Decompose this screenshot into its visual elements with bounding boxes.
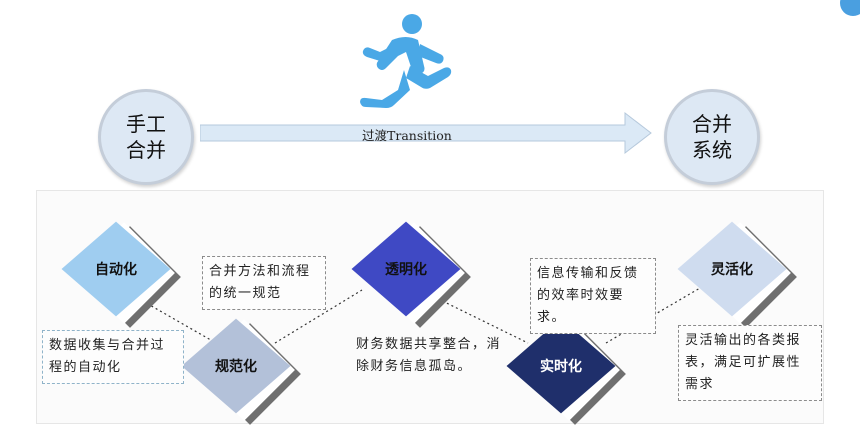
transparency-note: 财务数据共享整合，消除财务信息孤岛。: [356, 337, 502, 374]
automation-note: 数据收集与合并过程的自动化: [42, 330, 184, 384]
transition-label: 过渡Transition: [362, 128, 452, 143]
realtime-note: 信息传输和反馈的效率时效要求。: [530, 258, 656, 334]
step-realtime-label: 实时化: [540, 359, 582, 375]
flexibility-note: 灵活输出的各类报表，满足可扩展性需求: [678, 325, 822, 401]
right-arrow-icon: [200, 111, 652, 155]
corner-indicator: [840, 0, 860, 16]
step-flexibility: 灵活化: [677, 221, 797, 328]
step-automation: 自动化: [61, 221, 181, 328]
merge-system-circle: 合并系统: [664, 89, 760, 185]
step-realtime: 实时化: [506, 318, 626, 425]
manual-merge-label: 手工合并: [126, 112, 166, 162]
running-person-icon: [360, 14, 452, 108]
merge-system-label: 合并系统: [692, 112, 732, 162]
step-transparency-label: 透明化: [385, 262, 427, 278]
step-transparency: 透明化: [351, 221, 471, 328]
step-flexibility-label: 灵活化: [711, 262, 753, 278]
manual-merge-circle: 手工合并: [98, 89, 194, 185]
step-standardization-label: 规范化: [215, 359, 257, 375]
step-standardization: 规范化: [181, 318, 301, 425]
standardization-note: 合并方法和流程的统一规范: [202, 256, 326, 310]
step-automation-label: 自动化: [95, 262, 137, 278]
